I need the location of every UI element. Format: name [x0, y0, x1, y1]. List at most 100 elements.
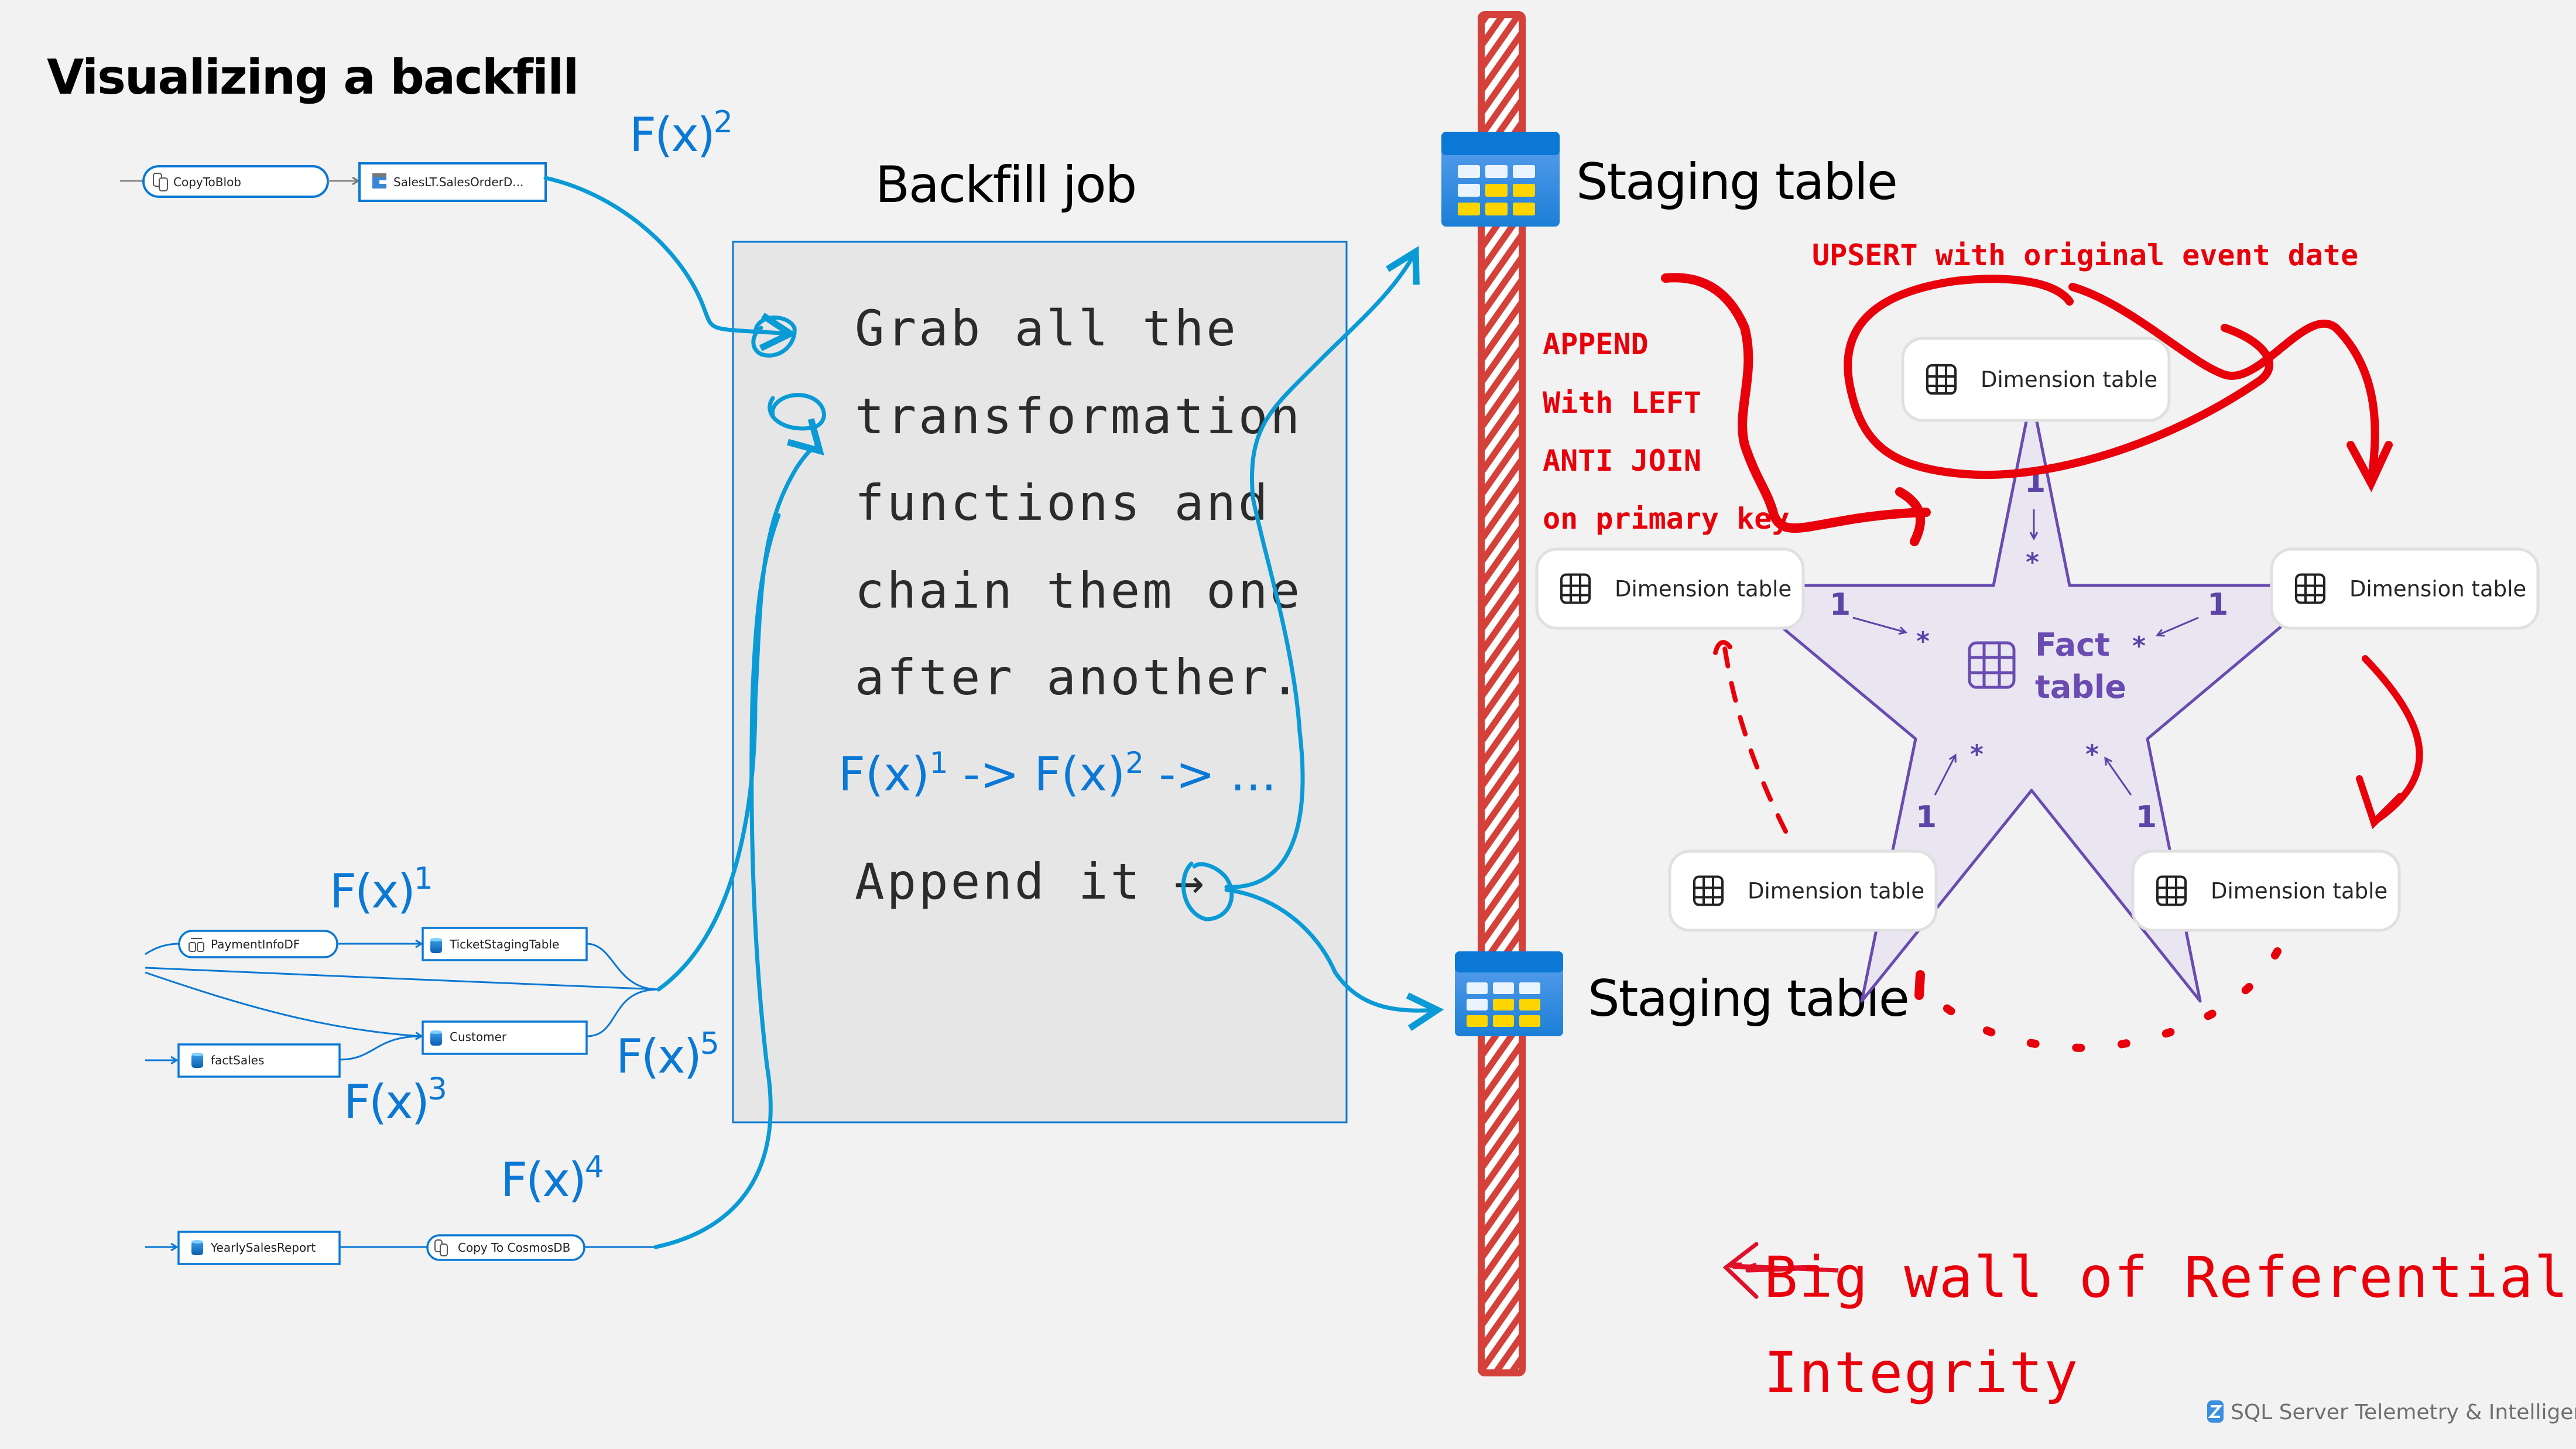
- backfill-job-label: Backfill job: [875, 156, 1136, 214]
- footer-brand-text: SQL Server Telemetry & Intelligence: [2231, 1400, 2576, 1424]
- relationship-arrow: [1934, 755, 1955, 796]
- dotted-arrowhead: [1914, 970, 1925, 1000]
- node-paymentinfodf[interactable]: PaymentInfoDF: [178, 930, 338, 958]
- cardinality-one: 1: [1916, 800, 1937, 835]
- pipeline-top: CopyToBlob SalesLT.SalesOrderD...: [120, 162, 547, 202]
- relationship-arrow: [2105, 758, 2132, 796]
- job-line: after another.: [855, 649, 1302, 706]
- edge: [145, 967, 659, 991]
- append-line: ANTI JOIN: [1543, 444, 1701, 478]
- edge: [145, 943, 180, 955]
- cardinality-many: *: [1916, 626, 1930, 656]
- node-ticketstaging[interactable]: TicketStagingTable: [422, 927, 588, 961]
- table-grid-icon: [1693, 875, 1724, 906]
- backfill-job-box: [732, 241, 1348, 1123]
- staging-table-top[interactable]: Staging table: [1441, 132, 1898, 227]
- node-label: Customer: [450, 1030, 507, 1044]
- relationship-arrow: [1852, 616, 1906, 632]
- cardinality-many: *: [2026, 547, 2039, 577]
- dimension-table-label: Dimension table: [2349, 577, 2526, 602]
- dimension-table-label: Dimension table: [2211, 879, 2387, 904]
- dim-arrowhead-left: [1713, 640, 1732, 655]
- node-yearlysales[interactable]: YearlySalesReport: [177, 1231, 341, 1265]
- node-label: PaymentInfoDF: [211, 937, 300, 951]
- sql-db-icon: [191, 1240, 203, 1255]
- job-line: functions and: [855, 474, 1270, 532]
- ink-circle-append: [1181, 861, 1234, 922]
- dimension-table-card[interactable]: Dimension table: [2131, 849, 2401, 932]
- wall-annotation: Big wall of Referential Integrity: [1764, 1245, 2569, 1406]
- wall-arrow-joint: [1746, 1262, 1758, 1270]
- node-label: CopyToBlob: [173, 175, 241, 189]
- dimension-card-bg: [2270, 547, 2540, 630]
- pipeline-middle: PaymentInfoDF TicketStagingTable Custome…: [145, 927, 659, 1078]
- dimension-card-bg: [1668, 849, 1938, 932]
- dataflow-icon: [189, 938, 204, 952]
- dim-arrow-left-dashed: [1722, 642, 1788, 834]
- sql-db-icon: [430, 1030, 442, 1046]
- edge: [586, 943, 659, 991]
- copy-activity-icon: [434, 1239, 448, 1256]
- dim-arrowhead-right: [2356, 775, 2404, 830]
- edge: [586, 988, 659, 1037]
- staging-table-icon: [1441, 132, 1560, 227]
- staging-table-bottom[interactable]: Staging table: [1455, 951, 1910, 1036]
- node-label: TicketStagingTable: [449, 937, 559, 951]
- fx-chain: F(x)1 -> F(x)2 -> …: [838, 746, 1277, 801]
- ink-circle-2: [768, 393, 826, 431]
- node-copytoblob[interactable]: CopyToBlob: [142, 165, 329, 198]
- star-shape: [1730, 393, 2332, 1003]
- edge: [339, 1035, 422, 1061]
- table-grid-icon: [2295, 573, 2325, 604]
- job-line: transformation: [855, 388, 1302, 445]
- cardinality-one: 1: [1830, 587, 1851, 622]
- fx-label-4: F(x)4: [501, 1150, 603, 1207]
- dimension-table-card[interactable]: Dimension table: [2270, 547, 2540, 630]
- dimension-table-card[interactable]: Dimension table: [1535, 547, 1805, 630]
- star-schema: 1 * 1 * 1 * 1 * 1 * Fact table: [1730, 393, 2332, 1003]
- ink-circle-1: [751, 315, 797, 358]
- wall-arrowhead: [1722, 1242, 1759, 1299]
- footer-brand: SQL Server Telemetry & Intelligence: [2207, 1400, 2576, 1424]
- dimension-card-bg: [1901, 337, 2171, 422]
- dimension-table-label: Dimension table: [1981, 367, 2157, 392]
- fx-label-5: F(x)5: [616, 1026, 718, 1084]
- staging-table-icon: [1455, 951, 1563, 1036]
- copy-activity-icon: [153, 173, 168, 191]
- append-line: on primary key: [1543, 502, 1789, 536]
- fact-table-label: table: [2035, 669, 2126, 705]
- sql-server-logo-icon: [2207, 1400, 2224, 1423]
- upsert-arrowhead: [2347, 441, 2393, 492]
- append-arrowhead: [1895, 487, 1926, 546]
- node-factsales[interactable]: factSales: [177, 1043, 341, 1078]
- node-customer[interactable]: Customer: [422, 1020, 588, 1055]
- cardinality-many: *: [2085, 739, 2099, 769]
- table-grid-icon: [2156, 875, 2187, 906]
- node-label: Copy To CosmosDB: [458, 1241, 570, 1255]
- cardinality-many: *: [2132, 631, 2146, 661]
- wall-line: Big wall of Referential: [1764, 1245, 2569, 1310]
- upsert-annotation: UPSERT with original event date: [1812, 238, 2358, 272]
- fact-table[interactable]: Fact table: [1968, 626, 2126, 705]
- pipeline-bottom: YearlySalesReport Copy To CosmosDB: [145, 1231, 656, 1265]
- ink-arrow-fx2: [543, 176, 797, 351]
- page-title: Visualizing a backfill: [47, 50, 578, 105]
- upsert-circle: [1844, 275, 2274, 479]
- append-arrow: [1661, 273, 1931, 533]
- dimension-table-card[interactable]: Dimension table: [1668, 849, 1938, 932]
- dimension-table-label: Dimension table: [1748, 879, 1924, 904]
- node-copycosmos[interactable]: Copy To CosmosDB: [426, 1234, 585, 1261]
- ink-arrow-fx1-fx5: [656, 418, 824, 992]
- sql-db-icon: [191, 1053, 203, 1068]
- fx-label-3: F(x)3: [344, 1072, 446, 1129]
- table-grid-icon: [1560, 573, 1591, 604]
- ink-arrow-to-staging-top: [1224, 246, 1420, 889]
- node-label: SalesLT.SalesOrderD...: [393, 175, 523, 189]
- node-salesorder[interactable]: SalesLT.SalesOrderD...: [358, 162, 547, 202]
- relationship-arrow: [2157, 616, 2199, 635]
- dimension-table-card[interactable]: Dimension table: [1901, 337, 2171, 422]
- cardinality-one: 1: [2207, 587, 2228, 622]
- wall-line: Integrity: [1764, 1340, 2079, 1406]
- fx-label-1: F(x)1: [330, 861, 431, 919]
